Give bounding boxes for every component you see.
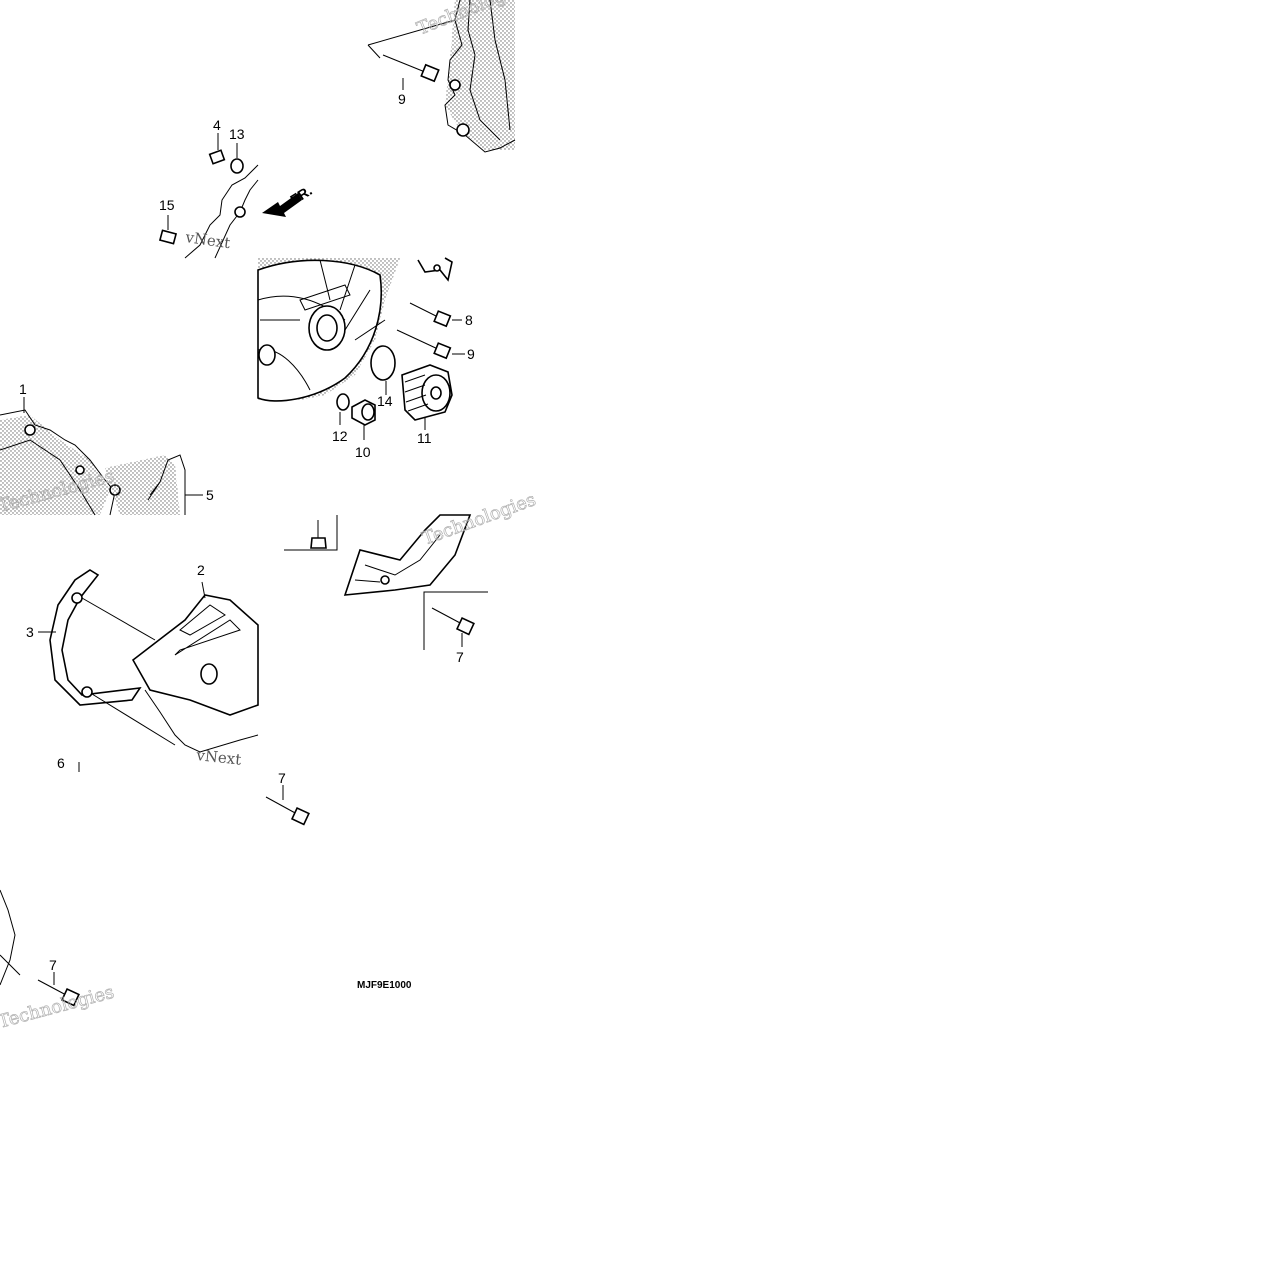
callout-4: 4 — [213, 117, 221, 133]
cap-11 — [401, 364, 453, 430]
cover-2 — [131, 581, 259, 753]
callout-8: 8 — [465, 312, 473, 328]
callout-2: 2 — [197, 562, 205, 578]
washer-13 — [230, 143, 244, 174]
plug-10 — [351, 399, 376, 440]
callout-6: 6 — [57, 755, 65, 771]
gasket-5 — [105, 454, 203, 515]
watermark-tech-bottom: Technologies — [0, 982, 116, 1033]
callout-13: 13 — [229, 126, 245, 142]
callout-14: 14 — [377, 393, 393, 409]
callout-7-lower: 7 — [49, 957, 57, 973]
watermark-brand-lower: vNext — [195, 746, 243, 769]
bolt-7-mid — [431, 607, 475, 647]
callout-9-mid: 9 — [467, 346, 475, 362]
callout-12: 12 — [332, 428, 348, 444]
gasket-3 — [38, 569, 176, 746]
callout-15: 15 — [159, 197, 175, 213]
tile-bottom: 7 7 MJF9E1000 Technologies — [0, 770, 412, 1033]
tile-lower: 7 2 3 6 vNext Technologies — [26, 489, 539, 772]
tile-middle: 8 9 14 11 12 — [0, 257, 475, 517]
o-ring-14 — [370, 345, 396, 395]
direction-arrow — [262, 193, 302, 217]
callout-11: 11 — [417, 430, 432, 446]
callout-7-mid: 7 — [456, 649, 464, 665]
dowel-15 — [158, 215, 178, 245]
callout-10: 10 — [355, 444, 371, 460]
drawing-code: MJF9E1000 — [357, 980, 412, 991]
bolt-7-upper — [265, 785, 310, 826]
bolt-9-top — [367, 19, 456, 90]
bolt-8 — [409, 302, 462, 328]
bolt-9-mid — [354, 319, 465, 360]
callout-3: 3 — [26, 624, 34, 640]
washer-12 — [336, 393, 350, 425]
callout-9-top: 9 — [398, 91, 406, 107]
callout-7-upper: 7 — [278, 770, 286, 786]
dowel-4 — [208, 133, 226, 165]
tile-top: 9 4 13 FR. 15 vNext Technologies — [158, 0, 533, 259]
bolt-7-lower — [37, 972, 80, 1007]
callout-5: 5 — [206, 487, 214, 503]
callout-1: 1 — [19, 381, 27, 397]
watermark-brand: vNext — [183, 228, 231, 252]
